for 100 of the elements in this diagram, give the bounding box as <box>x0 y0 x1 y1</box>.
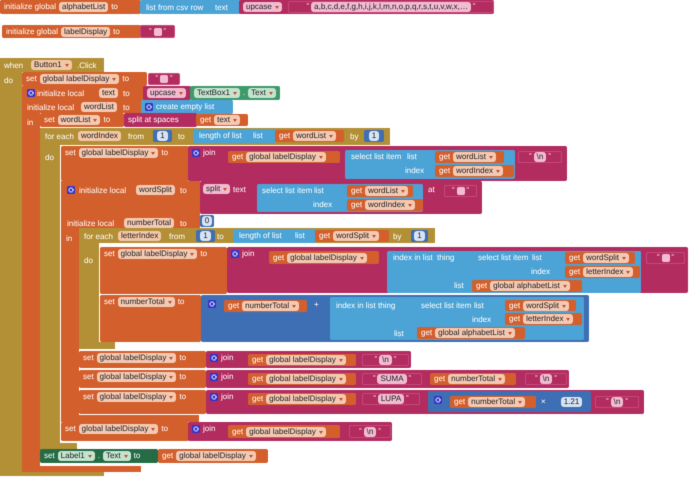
text-field: 1 <box>368 131 380 141</box>
block-label: list from csv row <box>146 3 204 13</box>
block-label: length of list <box>239 231 282 241</box>
dropdown-field: global labelDisplay <box>266 374 346 384</box>
list-block <box>330 297 584 340</box>
block-label: from <box>128 132 144 142</box>
block-label: join <box>221 392 234 402</box>
block-label: list <box>474 301 484 311</box>
list-block <box>257 184 423 212</box>
block-label: index in list <box>336 301 376 311</box>
text-field: \n <box>534 152 546 162</box>
list-block <box>345 150 515 179</box>
block-label: initialize local <box>37 89 84 99</box>
block-label: get <box>228 301 240 311</box>
text-block <box>362 354 409 366</box>
text-block <box>148 73 180 85</box>
text-block <box>525 373 567 385</box>
variable-block <box>505 300 576 311</box>
block-label: get <box>509 300 520 310</box>
block-label: do <box>45 153 54 163</box>
text-field: 0 <box>202 216 212 226</box>
variable-block <box>505 313 582 325</box>
block-label: to <box>161 148 168 158</box>
text-block <box>288 1 494 13</box>
text-field: 1 <box>414 231 425 241</box>
text-block <box>200 181 482 214</box>
variable-block <box>269 251 379 264</box>
block-label: set <box>65 148 76 158</box>
block-label: index <box>405 166 424 176</box>
block-label: × <box>541 397 546 407</box>
variable-block <box>248 393 356 405</box>
block-label: get <box>569 267 580 277</box>
block-label: when <box>4 61 24 71</box>
block-label: by <box>350 132 358 142</box>
block-label: set <box>104 249 115 259</box>
block-label: get <box>273 252 284 262</box>
dropdown-field: wordIndex <box>453 166 504 176</box>
block-label: to <box>103 115 110 125</box>
list-block <box>193 129 276 143</box>
variable-block <box>565 266 640 278</box>
dropdown-field: wordSplit <box>523 300 570 310</box>
block-label: join <box>203 148 216 158</box>
text-block <box>362 373 422 385</box>
block-label: index in list <box>393 253 433 263</box>
dropdown-field: wordList <box>293 131 336 141</box>
dropdown-field: global labelDisplay <box>78 424 158 434</box>
dropdown-field: global labelDisplay <box>176 451 256 461</box>
block-label: create empty list <box>156 102 214 112</box>
block-label: set <box>26 74 37 84</box>
text-block <box>124 113 197 127</box>
block-label: to <box>123 89 130 99</box>
block-label: to <box>217 232 224 242</box>
block-label: list <box>407 152 417 162</box>
block-label: to <box>161 424 168 434</box>
math-block <box>153 130 172 142</box>
text-field: 1.21 <box>560 397 582 407</box>
math-block <box>201 295 589 342</box>
block-label: get <box>252 355 264 365</box>
block-label: get <box>421 328 432 338</box>
dropdown-field: wordSplit <box>583 253 630 263</box>
dropdown-field: wordList <box>365 186 408 196</box>
block-label: initialize local <box>27 103 74 113</box>
dropdown-field: letterIndex <box>583 267 634 277</box>
block-label: get <box>569 253 580 263</box>
variable-block <box>315 230 389 242</box>
dropdown-field: global labelDisplay <box>78 148 158 158</box>
variable-block <box>196 114 248 126</box>
block-label: get <box>476 281 488 291</box>
dropdown-field: numberTotal <box>118 297 175 307</box>
block-label: get <box>232 426 244 436</box>
block-label: join <box>242 249 254 259</box>
variable-block <box>248 354 356 366</box>
block-label: get <box>351 200 362 210</box>
block-label: to <box>179 392 186 402</box>
dropdown-field: wordList <box>453 152 496 162</box>
block-label: select list item <box>478 253 528 263</box>
block-label: get <box>434 374 446 384</box>
block-label: set <box>104 297 115 307</box>
block-label: index <box>472 315 492 325</box>
dropdown-field: TextBox1 <box>194 88 240 98</box>
block-label: join <box>203 424 216 434</box>
text-field: \n <box>540 374 552 384</box>
block-label: do <box>84 256 93 266</box>
block-label: to <box>179 372 186 382</box>
dropdown-field: split <box>203 184 230 194</box>
block-label: to <box>113 26 120 36</box>
text-field: letterIndex <box>118 231 162 241</box>
dropdown-field: global labelDisplay <box>96 392 176 402</box>
block-label: to <box>134 451 140 461</box>
math-block <box>364 130 384 142</box>
variable-block <box>347 199 423 211</box>
dropdown-field: text <box>214 115 240 125</box>
dropdown-field: Text <box>248 88 276 98</box>
variable-block <box>450 396 536 408</box>
block-label: select list item <box>262 186 312 196</box>
dropdown-field: letterIndex <box>523 314 574 324</box>
block-label: in <box>27 118 34 128</box>
dropdown-field: wordIndex <box>365 200 416 210</box>
block-label: set <box>83 372 94 382</box>
list-block <box>140 0 241 14</box>
